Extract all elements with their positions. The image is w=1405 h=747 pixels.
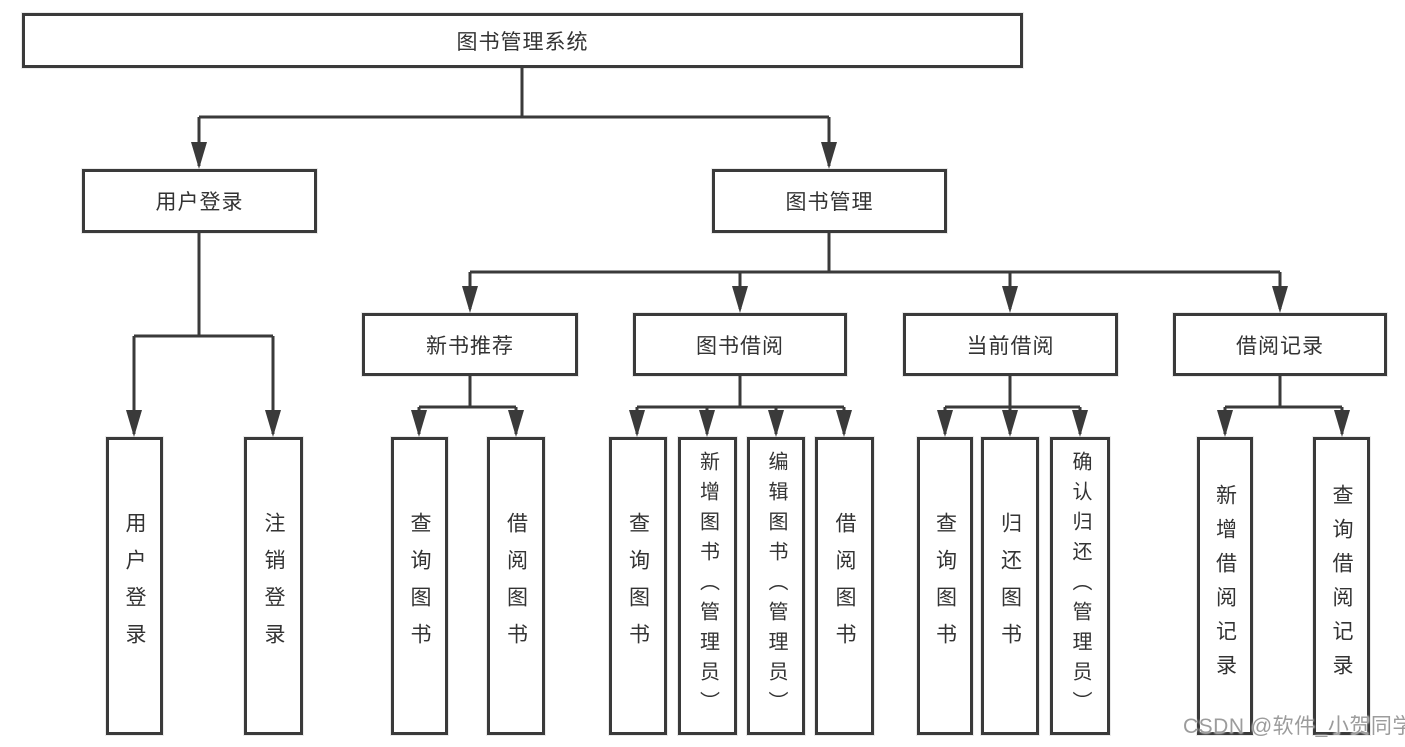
node-book-borrowing-label: 图书借阅 <box>696 334 784 358</box>
node-borrowing-records-label: 借阅记录 <box>1236 334 1324 358</box>
leaf-logout: 注销登录 <box>244 437 303 735</box>
leaf-add-borrow-record: 新增借阅记录 <box>1197 437 1253 735</box>
leaf-user-login-label: 用户登录 <box>123 512 146 660</box>
leaf-rec-borrow-books-label: 借阅图书 <box>504 512 528 660</box>
leaf-query-borrow-record: 查询借阅记录 <box>1313 437 1370 735</box>
node-new-book-recommendation-label: 新书推荐 <box>426 334 514 358</box>
leaf-logout-label: 注销登录 <box>262 512 285 660</box>
leaf-rec-borrow-books: 借阅图书 <box>487 437 545 735</box>
leaf-borrow-borrow-books: 借阅图书 <box>815 437 874 735</box>
leaf-borrow-query-books: 查询图书 <box>609 437 667 735</box>
leaf-add-books-admin: 新增图书（管理员） <box>678 437 737 735</box>
csdn-watermark: CSDN @软件_小贺同学 <box>1183 715 1405 738</box>
leaf-borrow-borrow-books-label: 借阅图书 <box>833 512 856 660</box>
leaf-query-borrow-record-label: 查询借阅记录 <box>1330 484 1353 688</box>
leaf-confirm-return-admin: 确认归还（管理员） <box>1050 437 1110 735</box>
leaf-edit-books-admin: 编辑图书（管理员） <box>747 437 805 735</box>
leaf-borrow-query-books-label: 查询图书 <box>626 512 650 660</box>
leaf-user-login: 用户登录 <box>106 437 163 735</box>
node-root-label: 图书管理系统 <box>456 30 589 54</box>
leaf-add-borrow-record-label: 新增借阅记录 <box>1213 484 1237 688</box>
node-new-book-recommendation: 新书推荐 <box>362 313 578 376</box>
leaf-return-books-label: 归还图书 <box>998 512 1022 660</box>
node-borrowing-records: 借阅记录 <box>1173 313 1387 376</box>
leaf-current-query-books: 查询图书 <box>917 437 973 735</box>
leaf-edit-books-admin-label: 编辑图书（管理员） <box>765 451 787 721</box>
leaf-current-query-books-label: 查询图书 <box>933 512 957 660</box>
leaf-rec-query-books-label: 查询图书 <box>408 512 431 660</box>
node-current-borrowing: 当前借阅 <box>903 313 1118 376</box>
node-user-login-label: 用户登录 <box>155 191 244 214</box>
node-book-management: 图书管理 <box>712 169 947 233</box>
node-book-management-label: 图书管理 <box>785 191 874 214</box>
leaf-return-books: 归还图书 <box>981 437 1039 735</box>
node-current-borrowing-label: 当前借阅 <box>966 334 1055 358</box>
leaf-rec-query-books: 查询图书 <box>391 437 448 735</box>
leaf-confirm-return-admin-label: 确认归还（管理员） <box>1069 451 1091 721</box>
node-root-system: 图书管理系统 <box>22 13 1023 68</box>
node-user-login: 用户登录 <box>82 169 317 233</box>
leaf-add-books-admin-label: 新增图书（管理员） <box>696 451 719 721</box>
node-book-borrowing: 图书借阅 <box>633 313 847 376</box>
